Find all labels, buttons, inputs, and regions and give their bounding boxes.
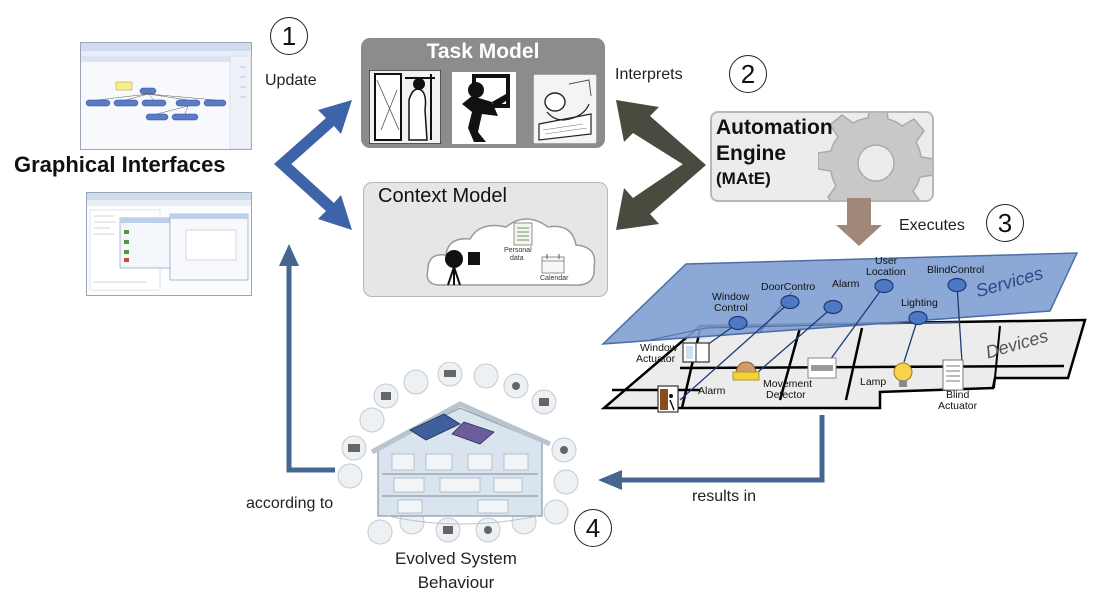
executes-label: Executes [899,217,965,234]
gui-screenshot-top [80,42,252,150]
alarm-service-label: Alarm [832,278,860,290]
blind-control-dot [947,277,967,293]
results-in-label: results in [692,488,757,505]
blind-control-label: BlindControl [927,264,985,276]
dark-interprets-arrow [616,100,706,230]
alarm-device-label: Alarm [698,385,726,397]
blind-actuator-label-2: Actuator [938,400,978,412]
context-model-box: Context Model Personal data Calendar [363,182,608,297]
context-cloud-graphic [422,205,602,295]
user-location-label-1: User [875,255,898,267]
user-location-dot [874,278,894,294]
results-in-arrow [620,415,825,483]
gear-icon [818,113,932,200]
scene-person-at-door-image [368,69,442,145]
window-control-label-1: Window [712,291,750,303]
window-control-dot [728,315,748,331]
evolved-behaviour-line1: Evolved System [395,549,517,568]
step-2-badge: 2 [729,55,767,93]
blind-actuator-icon [942,359,964,391]
alarm-device-icon [732,361,760,381]
devices-plane [600,318,1087,410]
lamp-icon [893,362,913,387]
step-3-badge: 3 [986,204,1024,242]
graphical-interfaces-title: Graphical Interfaces [14,152,226,177]
step-1-badge: 1 [270,17,308,55]
movement-detector-label-1: Movement [763,378,813,390]
gui-screenshot-bottom [86,192,252,296]
blue-update-arrow [274,100,352,230]
lighting-label: Lighting [901,297,938,309]
services-plane [600,252,1079,345]
update-label: Update [265,72,317,89]
movement-detector-icon [807,357,837,379]
personal-data-label-2: data [510,255,524,262]
according-to-label: according to [246,495,334,512]
engine-title-line3: (MAtE) [716,169,771,188]
door-control-dot [780,294,800,310]
lighting-dot [908,310,928,326]
window-actuator-icon [682,342,710,363]
scene-person-in-bed-image [532,73,598,145]
engine-execute-arrow [836,198,882,246]
movement-detector-label-2: Detector [766,389,806,401]
door-icon [657,385,679,413]
scene-person-climbing-window-image [452,72,516,144]
door-control-label: DoorContro [761,281,816,293]
window-control-label-2: Control [714,302,748,314]
engine-title-line2: Engine [716,142,787,165]
engine-title-line1: Automation [716,116,833,139]
calendar-label: Calendar [540,275,569,282]
blind-actuator-label-1: Blind [946,389,970,401]
lamp-label: Lamp [860,376,887,388]
automation-engine-box: Automation Engine (MAtE) [710,111,934,202]
task-model-box: Task Model [361,38,605,148]
window-actuator-label-1: Window [640,342,678,354]
context-model-title: Context Model [378,185,507,207]
evolved-behaviour-line2: Behaviour [417,573,495,592]
smart-home-illustration [328,361,590,546]
feedback-arrow [286,264,335,473]
window-actuator-label-2: Actuator [636,353,676,365]
user-location-label-2: Location [866,266,906,278]
task-model-title: Task Model [426,40,540,63]
personal-data-label-1: Personal [504,247,532,254]
step-4-badge: 4 [574,509,612,547]
alarm-service-dot [823,299,843,315]
interprets-label: Interprets [615,66,683,83]
